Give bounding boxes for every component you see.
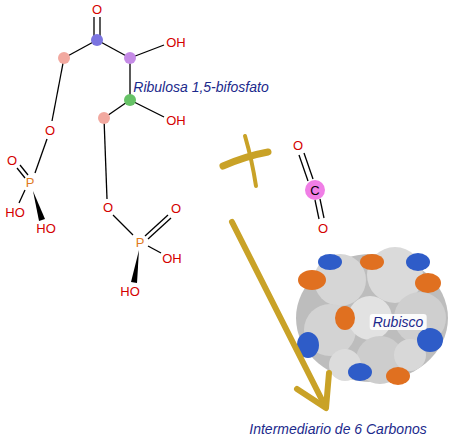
wedge-bond bbox=[33, 191, 45, 221]
carbon-dot bbox=[91, 34, 103, 46]
enzyme-name: Rubisco bbox=[370, 314, 427, 330]
protein-chain bbox=[318, 254, 342, 270]
carbon-dot bbox=[98, 112, 110, 124]
plus-sign bbox=[223, 136, 268, 186]
atom-label: OH bbox=[166, 36, 186, 49]
atom-label: P bbox=[26, 176, 35, 189]
plus-stroke bbox=[223, 152, 268, 166]
bond bbox=[20, 165, 28, 175]
protein-chain bbox=[335, 306, 355, 330]
atom-label: O bbox=[45, 124, 55, 137]
protein-chain bbox=[415, 273, 441, 293]
protein-chain bbox=[386, 367, 410, 385]
atom-label: O bbox=[103, 201, 113, 214]
protein-chain bbox=[417, 328, 443, 352]
product-name: Intermediario de 6 Carbonos bbox=[249, 422, 426, 436]
atom-label: HO bbox=[120, 285, 140, 298]
atom-label: O bbox=[171, 202, 181, 215]
protein-chain bbox=[348, 363, 372, 381]
carbon-dot bbox=[124, 94, 136, 106]
carbon-highlight bbox=[305, 180, 325, 200]
bond bbox=[52, 58, 64, 121]
bond bbox=[148, 218, 171, 239]
atom-label: OH bbox=[166, 114, 186, 127]
bond bbox=[315, 200, 319, 219]
bond bbox=[104, 118, 107, 199]
protein-chain bbox=[298, 270, 326, 290]
plus-stroke bbox=[245, 136, 256, 186]
molecule-bonds bbox=[17, 17, 171, 253]
carbon-dot bbox=[58, 52, 70, 64]
atom-label: HO bbox=[5, 206, 25, 219]
atom-label: P bbox=[136, 236, 145, 249]
bond bbox=[19, 190, 25, 203]
co2-bonds bbox=[299, 153, 324, 219]
atom-label: O bbox=[7, 154, 17, 167]
reaction-arrow bbox=[232, 222, 329, 408]
atom-label: O bbox=[318, 222, 328, 235]
bond bbox=[304, 153, 313, 179]
atom-label: O bbox=[92, 3, 102, 16]
wedge-bond bbox=[131, 250, 139, 283]
arrow-head bbox=[297, 373, 329, 408]
atom-label: C bbox=[310, 184, 319, 197]
bond bbox=[320, 199, 324, 218]
bond bbox=[35, 139, 47, 173]
molecule-name: Ribulosa 1,5-bifosfato bbox=[133, 80, 268, 94]
protein-chain bbox=[360, 254, 384, 270]
bond bbox=[129, 58, 130, 100]
bond bbox=[113, 215, 133, 235]
protein-chain bbox=[406, 253, 430, 271]
rubisco-protein bbox=[296, 247, 448, 385]
bond bbox=[148, 246, 161, 253]
arrow-shaft bbox=[232, 222, 324, 404]
atom-label: O bbox=[293, 139, 303, 152]
atom-label: HO bbox=[36, 222, 56, 235]
atom-label: OH bbox=[162, 252, 182, 265]
bond bbox=[145, 215, 168, 236]
carbon-dot bbox=[124, 52, 136, 64]
